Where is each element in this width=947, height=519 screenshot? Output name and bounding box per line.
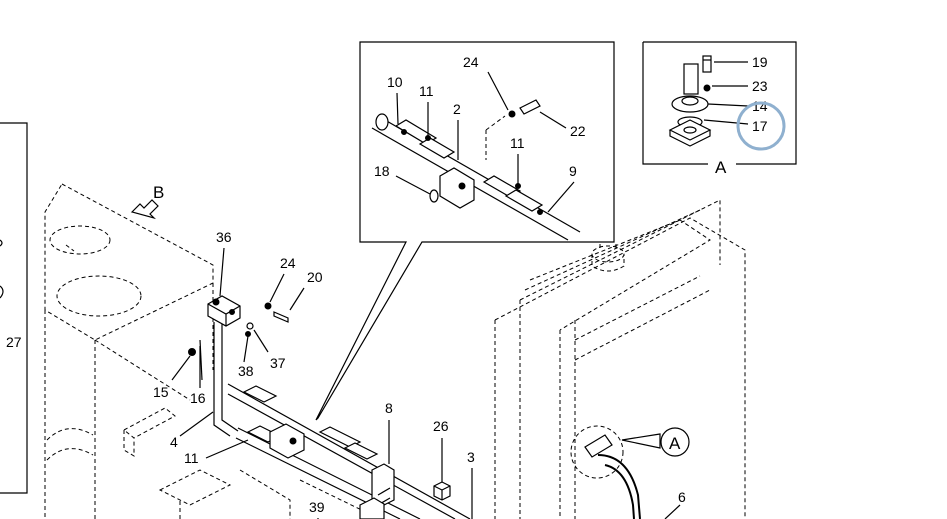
main-pipe-assembly [207, 295, 471, 519]
callout-11-detail-b: 11 [510, 135, 525, 151]
callout-24: 24 [280, 255, 296, 271]
detail-a-label: A [715, 158, 727, 177]
callout-14: 14 [752, 98, 768, 114]
radiator-outline [494, 199, 746, 519]
left-detail-panel: 27 [0, 122, 28, 494]
callout-8: 8 [385, 400, 393, 416]
callout-3: 3 [467, 449, 475, 465]
view-b-label: B [153, 183, 164, 202]
callout-11-detail-a: 11 [419, 83, 434, 99]
callout-26: 26 [433, 418, 449, 434]
view-b-arrow: B [130, 183, 164, 220]
detail-a-panel: A 19 23 14 17 [642, 41, 797, 177]
callout-23: 23 [752, 78, 768, 94]
callout-16: 16 [190, 390, 206, 406]
callout-38: 38 [238, 363, 254, 379]
callout-15: 15 [153, 384, 169, 400]
detail-view-callouts: 10 11 2 24 22 18 11 9 [374, 54, 586, 213]
callout-22: 22 [570, 123, 586, 139]
main-callouts: 36 24 20 38 37 15 16 4 11 8 26 3 39 [153, 229, 475, 519]
callout-37: 37 [270, 355, 286, 371]
callout-27: 27 [6, 334, 22, 350]
callout-11-main: 11 [184, 450, 199, 466]
callout-20: 20 [307, 269, 323, 285]
callout-4: 4 [170, 434, 178, 450]
radiator-hose: A 6 [570, 425, 690, 519]
callout-24-detail: 24 [463, 54, 479, 70]
callout-18: 18 [374, 163, 390, 179]
highlight-circle-callout-17 [736, 101, 786, 151]
view-a-bubble-label: A [669, 434, 681, 453]
callout-19: 19 [752, 54, 768, 70]
engine-block-outline [44, 183, 381, 519]
callout-6: 6 [678, 489, 686, 505]
callout-17: 17 [752, 118, 768, 134]
callout-9: 9 [569, 163, 577, 179]
callout-10: 10 [387, 74, 403, 90]
callout-39: 39 [309, 499, 325, 515]
callout-36: 36 [216, 229, 232, 245]
callout-2: 2 [453, 101, 461, 117]
detail-view-pipe [315, 41, 615, 421]
